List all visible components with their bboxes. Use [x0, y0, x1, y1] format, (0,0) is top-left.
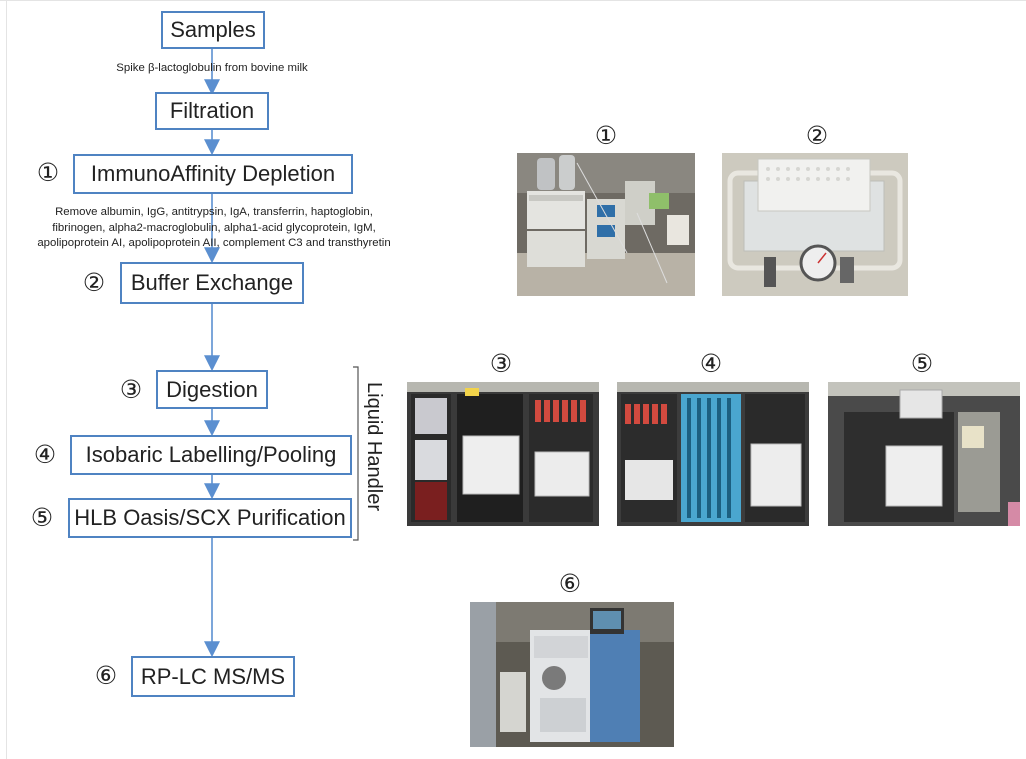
photo-marker-2: ②: [805, 121, 829, 150]
photo-handler-labelling: [617, 382, 809, 526]
photo-marker-3: ③: [489, 349, 513, 378]
step-purification-box: HLB Oasis/SCX Purification: [68, 498, 352, 538]
step-samples-box: Samples: [161, 11, 265, 49]
photo-marker-5: ⑤: [910, 349, 934, 378]
step-labelling-label: Isobaric Labelling/Pooling: [85, 442, 337, 467]
depletion-note-line-1: Remove albumin, IgG, antitrypsin, IgA, t…: [55, 206, 373, 218]
depletion-note: Remove albumin, IgG, antitrypsin, IgA, t…: [0, 205, 428, 252]
step-buffer-exchange-box: Buffer Exchange: [120, 262, 304, 304]
marker-6: ⑥: [94, 661, 118, 690]
liquid-handler-label: Liquid Handler: [363, 382, 385, 511]
step-lcms-label: RP-LC MS/MS: [140, 663, 286, 689]
step-filtration-label: Filtration: [169, 98, 255, 123]
photo-marker-4: ④: [699, 349, 723, 378]
marker-2: ②: [82, 268, 106, 297]
photo-vacuum-manifold: [722, 153, 908, 296]
photo-marker-1: ①: [594, 121, 618, 150]
step-digestion-label: Digestion: [166, 376, 258, 402]
liquid-handler-bracket: [353, 366, 359, 541]
step-lcms-box: RP-LC MS/MS: [131, 656, 295, 697]
frame-top-line: [0, 0, 1026, 1]
photo-marker-6: ⑥: [558, 569, 582, 598]
depletion-note-line-2: fibrinogen, alpha2-macroglobulin, alpha1…: [52, 221, 376, 234]
photo-hplc-system: [517, 153, 695, 296]
step-labelling-box: Isobaric Labelling/Pooling: [70, 435, 352, 475]
photo-handler-purification: [828, 382, 1020, 526]
frame-left-line: [6, 0, 7, 759]
step-depletion-box: ImmunoAffinity Depletion: [73, 154, 353, 194]
step-digestion-box: Digestion: [156, 370, 268, 409]
photo-handler-digestion: [407, 382, 599, 526]
marker-3: ③: [119, 375, 143, 404]
spike-note: Spike β-lactoglobulin from bovine milk: [116, 62, 308, 74]
step-filtration-box: Filtration: [155, 92, 269, 130]
step-buffer-exchange-label: Buffer Exchange: [130, 270, 294, 295]
marker-5: ⑤: [30, 503, 54, 532]
step-samples-label: Samples: [170, 17, 256, 42]
step-purification-label: HLB Oasis/SCX Purification: [74, 505, 346, 530]
photo-mass-spectrometer: [470, 602, 674, 747]
depletion-note-line-3: apolipoprotein AI, apolipoprotein AII, c…: [37, 237, 391, 249]
marker-4: ④: [33, 440, 57, 469]
step-depletion-label: ImmunoAffinity Depletion: [90, 161, 336, 186]
marker-1: ①: [36, 158, 60, 187]
